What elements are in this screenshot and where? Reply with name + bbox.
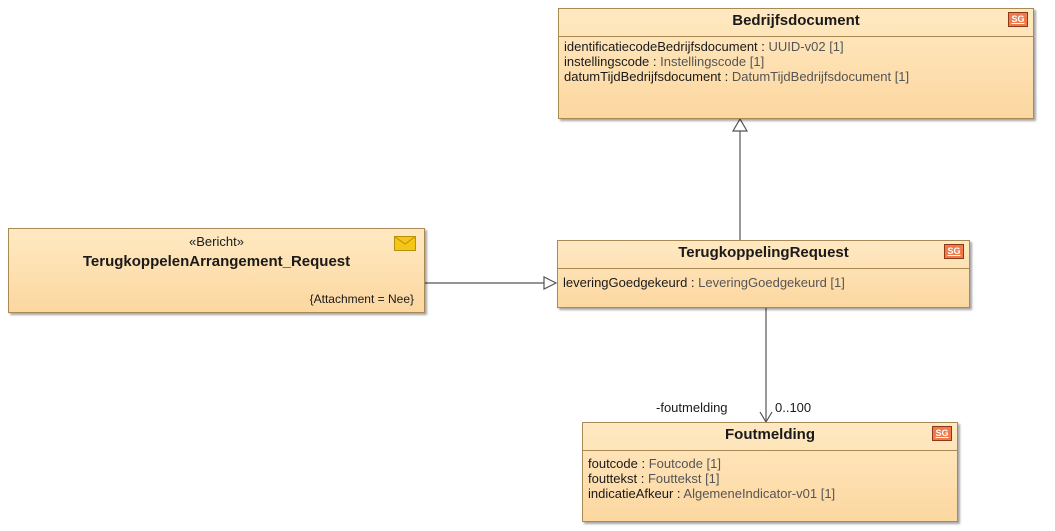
class-terugkoppelingrequest[interactable]: TerugkoppelingRequest SG leveringGoedgek… <box>557 240 970 308</box>
stereotype-label: «Bericht» <box>189 234 244 249</box>
sg-badge-icon: SG <box>944 244 964 259</box>
association-terugkoppelingrequest-to-foutmelding[interactable] <box>759 308 773 424</box>
attribute-row: identificatiecodeBedrijfsdocument : UUID… <box>564 39 844 54</box>
class-terugkoppelen-arrangement-request[interactable]: «Bericht» TerugkoppelenArrangement_Reque… <box>8 228 425 313</box>
class-bedrijfsdocument[interactable]: Bedrijfsdocument SG identificatiecodeBed… <box>558 8 1034 119</box>
class-name: Foutmelding <box>725 426 815 443</box>
sg-badge-icon: SG <box>932 426 952 441</box>
class-header: TerugkoppelingRequest SG <box>558 241 969 269</box>
association-multiplicity-label: 0..100 <box>775 400 812 415</box>
attribute-row: leveringGoedgekeurd : LeveringGoedgekeur… <box>563 275 845 290</box>
attribute-row: instellingscode : Instellingscode [1] <box>564 54 765 69</box>
class-name: Bedrijfsdocument <box>732 12 860 29</box>
generalization-terugkoppelingrequest-to-bedrijfsdocument[interactable] <box>731 117 749 240</box>
attribute-compartment: leveringGoedgekeurd : LeveringGoedgekeur… <box>558 269 969 290</box>
generalization-arrangement-to-terugkoppelingrequest[interactable] <box>425 276 558 290</box>
class-foutmelding[interactable]: Foutmelding SG foutcode : Foutcode [1] f… <box>582 422 958 522</box>
attribute-compartment: identificatiecodeBedrijfsdocument : UUID… <box>559 37 1033 84</box>
attribute-row: datumTijdBedrijfsdocument : DatumTijdBed… <box>564 69 910 84</box>
attribute-row: foutcode : Foutcode [1] <box>588 456 721 471</box>
class-header: «Bericht» TerugkoppelenArrangement_Reque… <box>9 229 424 271</box>
attribute-row: fouttekst : Fouttekst [1] <box>588 471 720 486</box>
envelope-icon <box>394 236 416 251</box>
attribute-row: indicatieAfkeur : AlgemeneIndicator-v01 … <box>588 486 836 501</box>
class-header: Foutmelding SG <box>583 423 957 451</box>
sg-badge-icon: SG <box>1008 12 1028 27</box>
class-header: Bedrijfsdocument SG <box>559 9 1033 37</box>
tagged-value: {Attachment = Nee} <box>309 292 414 306</box>
class-name: TerugkoppelingRequest <box>678 244 849 261</box>
class-name: TerugkoppelenArrangement_Request <box>82 253 351 270</box>
attribute-compartment: foutcode : Foutcode [1] fouttekst : Fout… <box>583 451 957 501</box>
association-role-label: -foutmelding <box>656 400 728 415</box>
